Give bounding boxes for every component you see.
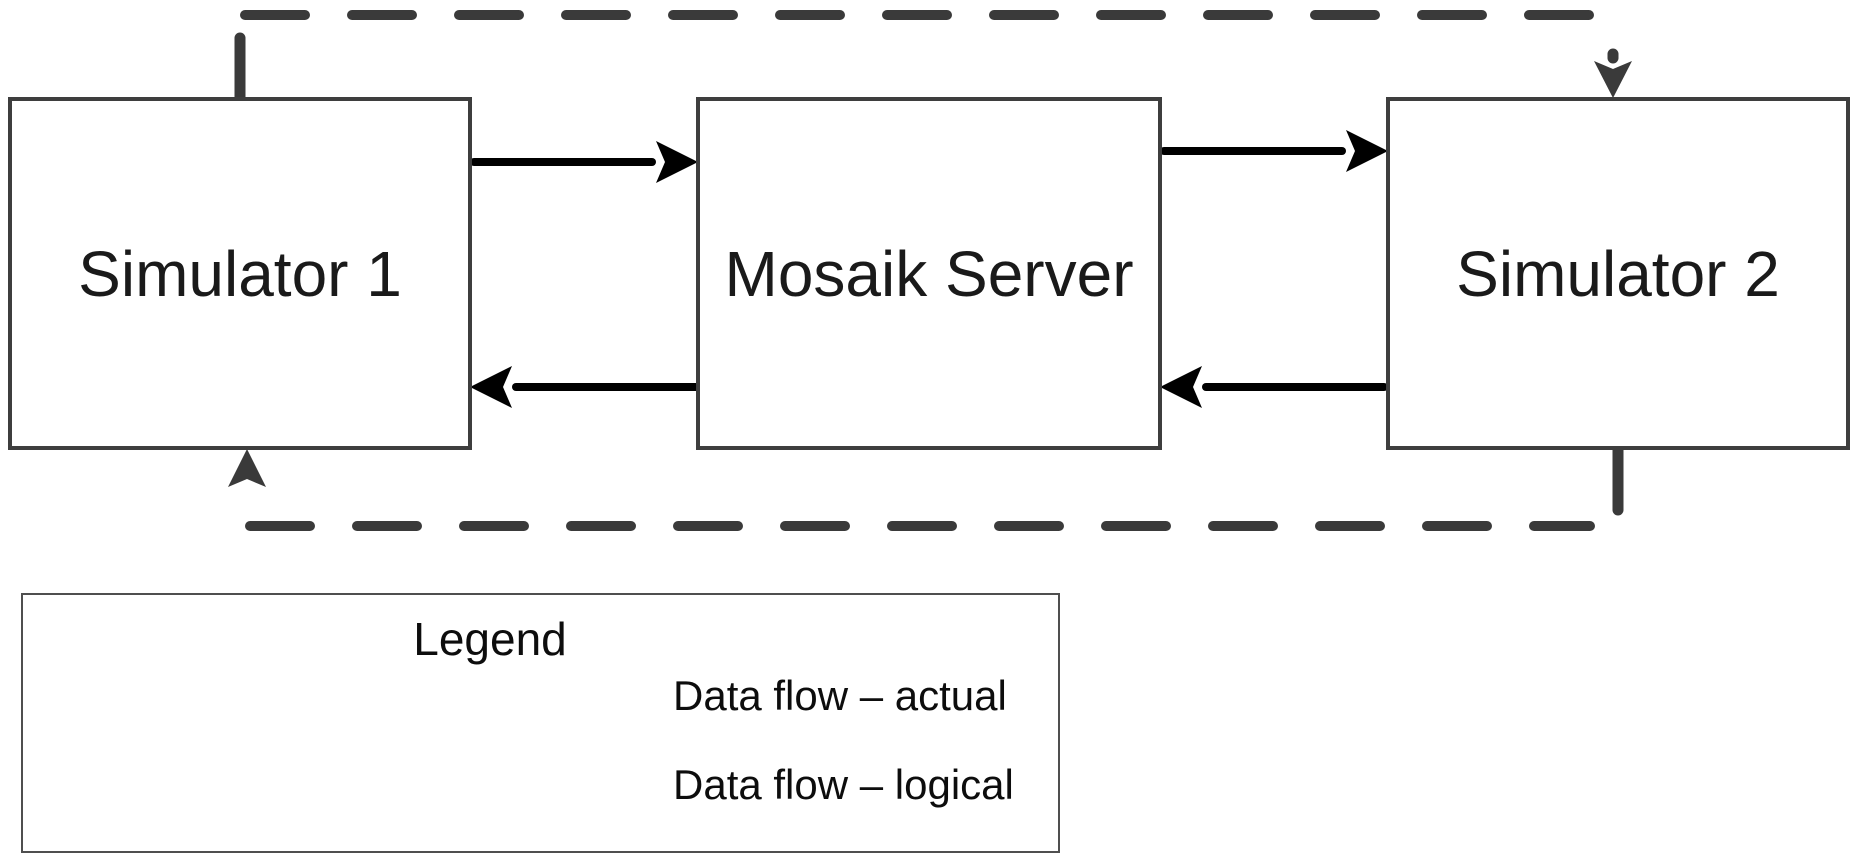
legend-title: Legend bbox=[413, 613, 567, 665]
node-mosaik-server: Mosaik Server bbox=[696, 97, 1162, 450]
legend-box bbox=[21, 593, 1060, 853]
legend-label-actual: Data flow – actual bbox=[673, 672, 1007, 719]
actual-arrowhead-into-mosaik-left bbox=[656, 141, 698, 183]
node-simulator-1: Simulator 1 bbox=[8, 97, 472, 450]
legend-label-logical: Data flow – logical bbox=[673, 761, 1014, 808]
actual-arrowhead-into-sim2-left bbox=[1346, 130, 1388, 172]
actual-arrowhead-into-sim1-right bbox=[470, 366, 512, 408]
node-simulator-2-label: Simulator 2 bbox=[1456, 237, 1780, 310]
actual-arrowhead-into-mosaik-right bbox=[1160, 366, 1202, 408]
node-simulator-2: Simulator 2 bbox=[1386, 97, 1850, 450]
logical-arrowhead-into-sim1 bbox=[228, 449, 266, 487]
node-simulator-1-label: Simulator 1 bbox=[78, 237, 402, 310]
node-mosaik-server-label: Mosaik Server bbox=[724, 237, 1134, 310]
logical-arrowhead-into-sim2 bbox=[1594, 61, 1632, 98]
